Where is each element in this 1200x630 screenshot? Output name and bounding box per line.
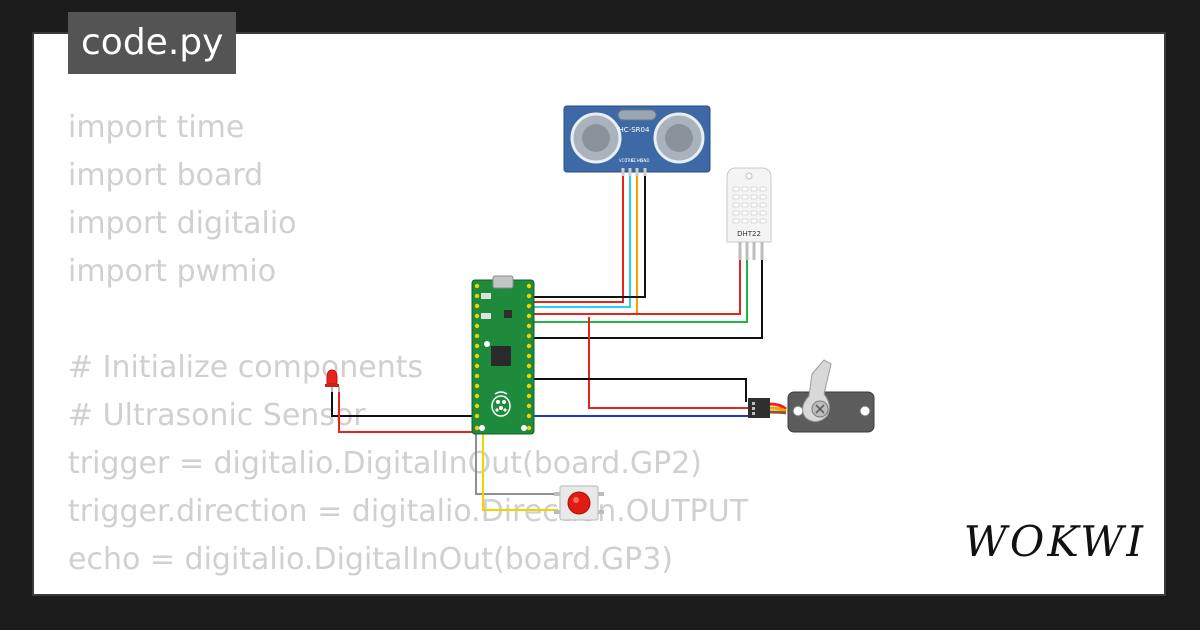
dht22-sensor[interactable]: DHT22: [726, 167, 772, 260]
wire-trig: [514, 174, 631, 308]
wire-ultra-gnd: [514, 174, 646, 298]
ultrasonic-sensor[interactable]: HC-SR04 VCC TRIG ECHO GND: [563, 105, 711, 176]
wire-servo-vcc: [588, 317, 748, 409]
ultrasonic-pin-echo: ECHO: [631, 158, 642, 163]
code-background: import time import board import digitali…: [68, 104, 748, 594]
wire-led-gnd: [331, 392, 474, 417]
code-line: echo = digitalio.DigitalInOut(board.GP3): [68, 542, 674, 577]
code-line: import digitalio: [68, 206, 297, 241]
wire-servo-gnd: [530, 378, 747, 402]
ultrasonic-pin-gnd: GND: [640, 158, 649, 163]
ultrasonic-pin-trig: TRIG: [624, 158, 635, 163]
diagram-canvas: import time import board import digitali…: [34, 34, 1164, 594]
code-line: import time: [68, 110, 245, 145]
servo-motor[interactable]: [748, 359, 875, 433]
wire-dht-data: [516, 259, 748, 323]
wire-servo-signal: [527, 394, 748, 417]
code-line: import board: [68, 158, 264, 193]
wires: [331, 174, 763, 511]
code-line: trigger = digitalio.DigitalInOut(board.G…: [68, 446, 702, 481]
wire-dht-vcc: [516, 259, 741, 315]
ultrasonic-pin-vcc: VCC: [619, 158, 628, 163]
dht22-label: DHT22: [737, 230, 761, 238]
red-led[interactable]: [325, 369, 340, 392]
wire-button-gray: [475, 429, 558, 495]
code-line: # Ultrasonic Sensor: [68, 398, 366, 433]
circuit-diagram: HC-SR04 VCC TRIG ECHO GND DHT22: [325, 105, 875, 521]
push-button[interactable]: [554, 485, 604, 521]
code-line: echo.direction = digitalio.Direction.INP…: [68, 584, 748, 594]
raspberry-logo-icon: [491, 391, 511, 417]
wokwi-logo: WOKWI: [963, 517, 1146, 566]
wire-led-anode: [338, 392, 474, 433]
wire-dht-gnd: [474, 259, 763, 339]
code-line: trigger.direction = digitalio.Direction.…: [68, 494, 749, 529]
ultrasonic-label: HC-SR04: [619, 126, 650, 134]
file-title: code.py: [68, 12, 237, 74]
code-line: # Initialize components: [68, 350, 424, 385]
pico-board[interactable]: [471, 275, 535, 435]
code-line: import pwmio: [68, 254, 277, 289]
wire-vcc: [514, 174, 624, 303]
